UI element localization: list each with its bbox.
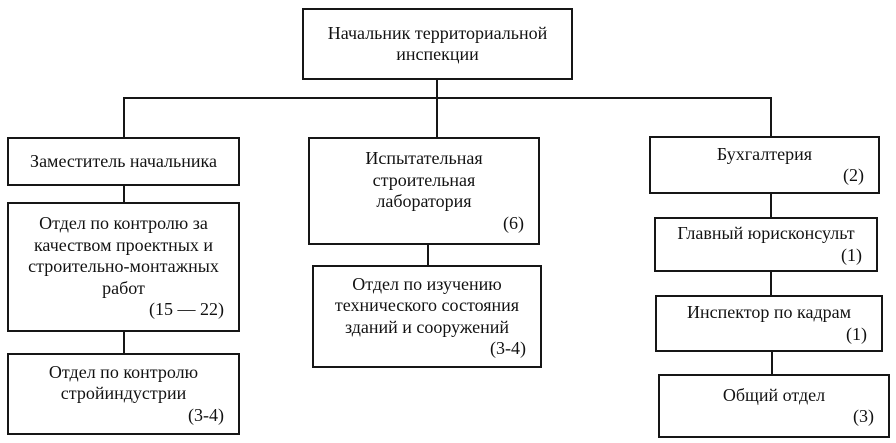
node-title: Отдел по изучению технического состояния…: [334, 273, 520, 337]
node-title: Отдел по контролю за качеством проектных…: [28, 213, 219, 298]
staff-count: (2): [843, 165, 864, 185]
staff-count: (15 — 22): [149, 299, 224, 320]
node-chief-legal-counsel: Главный юрисконсульт (1): [654, 217, 878, 272]
node-construction-industry-control-dept: Отдел по контролю стройиндустрии (3-4): [7, 353, 240, 435]
node-title: Главный юрисконсульт: [677, 223, 855, 243]
node-accounting: Бухгалтерия (2): [649, 136, 880, 194]
connector-main-horizontal: [123, 97, 772, 99]
node-testing-construction-laboratory: Испытательная строительная лаборатория (…: [308, 137, 540, 245]
connector-lab-tech: [427, 244, 429, 266]
staff-count: (3): [853, 406, 874, 426]
connector-head-down: [436, 79, 438, 99]
node-title: Отдел по контролю стройиндустрии: [48, 361, 199, 404]
connector-left-drop: [123, 97, 125, 138]
staff-count: (3-4): [188, 404, 224, 425]
node-title: Испытательная строительная лаборатория: [365, 148, 483, 211]
connector-mid-drop: [436, 97, 438, 138]
node-title: Бухгалтерия: [716, 143, 813, 164]
node-deputy-head: Заместитель начальника: [7, 137, 240, 186]
connector-deputy-quality: [123, 186, 125, 203]
connector-acc-legal: [770, 193, 772, 218]
connector-hr-general: [771, 351, 773, 375]
node-hr-inspector: Инспектор по кадрам (1): [655, 295, 883, 352]
connector-quality-stroy: [123, 331, 125, 354]
node-title: Общий отдел: [722, 384, 826, 405]
node-title: Заместитель начальника: [30, 150, 217, 171]
staff-count: (6): [503, 212, 524, 233]
node-quality-control-dept: Отдел по контролю за качеством проектных…: [7, 202, 240, 332]
staff-count: (3-4): [490, 338, 526, 358]
node-head-of-inspection: Начальник территориальной инспекции: [302, 8, 573, 80]
node-title: Инспектор по кадрам: [686, 302, 851, 322]
connector-right-drop: [770, 97, 772, 137]
node-title: Начальник территориальной инспекции: [327, 22, 548, 65]
staff-count: (1): [846, 323, 867, 344]
connector-legal-hr: [770, 271, 772, 296]
node-general-dept: Общий отдел (3): [658, 374, 890, 438]
node-technical-condition-dept: Отдел по изучению технического состояния…: [312, 265, 542, 368]
staff-count: (1): [841, 244, 862, 265]
